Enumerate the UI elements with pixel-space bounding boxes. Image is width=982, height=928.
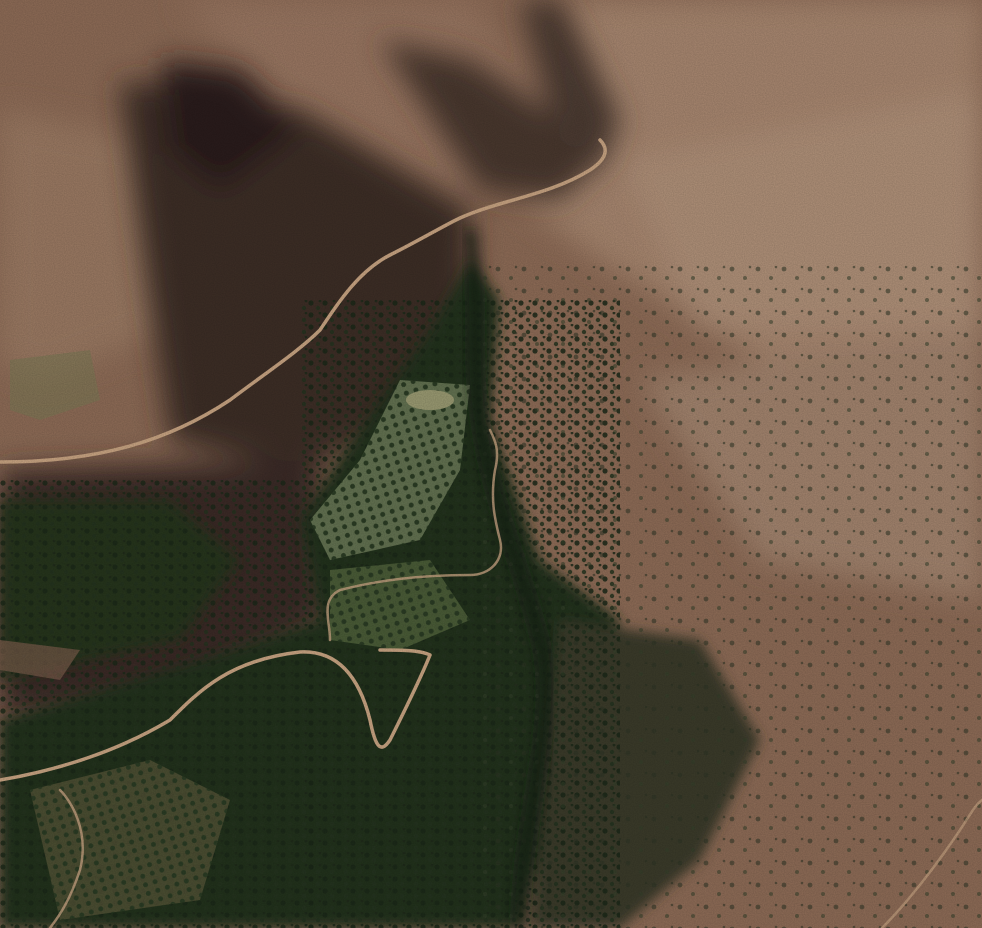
aerial-map-view[interactable] [0,0,982,928]
terrain-render [0,0,982,928]
terrain-grain [0,0,982,928]
